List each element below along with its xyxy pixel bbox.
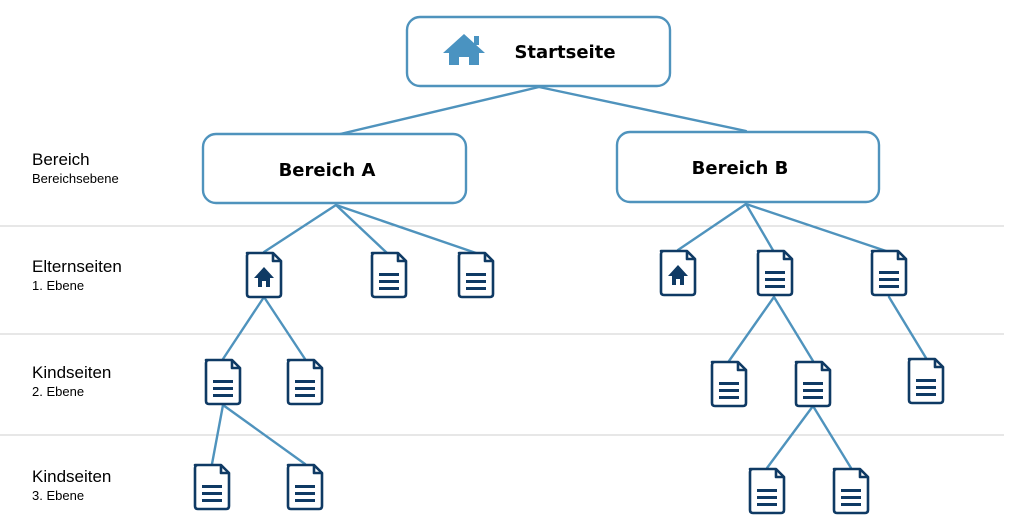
area-box: [615, 130, 881, 204]
connector: [334, 203, 478, 255]
level-label-kindseiten-2: Kindseiten 2. Ebene: [32, 362, 111, 401]
level-sub: 3. Ebene: [32, 488, 85, 504]
level-label-bereich: Bereich Bereichsebene: [32, 149, 119, 188]
page-icons: [193, 249, 945, 515]
document-icon: [370, 251, 408, 299]
document-icon: [193, 463, 231, 511]
root-node: Startseite: [405, 15, 672, 88]
root-label: Startseite: [514, 42, 615, 63]
home-page-icon: [245, 251, 283, 299]
document-icon: [748, 467, 786, 515]
document-icon: [870, 249, 908, 297]
connector: [334, 85, 541, 137]
document-icon: [756, 249, 794, 297]
area-node-a: Bereich A: [201, 132, 468, 205]
lane-dividers: [0, 225, 1004, 436]
document-icon: [907, 357, 945, 405]
area-box: [201, 132, 468, 205]
document-icon: [794, 360, 832, 408]
document-icon: [286, 358, 324, 406]
level-main: Kindseiten: [32, 467, 112, 486]
connector: [727, 295, 776, 363]
connector: [221, 403, 307, 466]
connector: [334, 203, 389, 255]
connector: [744, 202, 891, 254]
root-box: [405, 15, 672, 88]
level-label-kindseiten-3: Kindseiten 3. Ebene: [32, 466, 111, 505]
document-icon: [286, 463, 324, 511]
level-label-elternseiten: Elternseiten 1. Ebene: [32, 256, 122, 295]
level-sub: 2. Ebene: [32, 384, 85, 400]
connector: [262, 295, 307, 361]
connector: [744, 202, 776, 254]
document-icon: [204, 358, 242, 406]
home-page-icon: [659, 249, 697, 297]
connector: [262, 203, 338, 254]
area-label: Bereich A: [279, 160, 376, 181]
document-icon: [710, 360, 748, 408]
area-node-b: Bereich B: [615, 130, 881, 204]
home-icon: [443, 34, 485, 65]
connector: [210, 403, 225, 466]
connector: [221, 295, 266, 361]
document-icon: [832, 467, 870, 515]
connector: [772, 295, 815, 363]
level-sub: 1. Ebene: [32, 278, 85, 294]
level-main: Elternseiten: [32, 257, 122, 276]
connector: [887, 295, 928, 360]
level-sub: Bereichsebene: [32, 171, 119, 187]
document-icon: [457, 251, 495, 299]
level-main: Bereich: [32, 150, 90, 169]
area-label: Bereich B: [692, 158, 789, 179]
connector: [811, 404, 853, 470]
connector-lines: [210, 85, 928, 470]
level-main: Kindseiten: [32, 363, 112, 382]
connector: [537, 85, 748, 133]
connector: [676, 202, 748, 252]
connector: [765, 404, 815, 470]
